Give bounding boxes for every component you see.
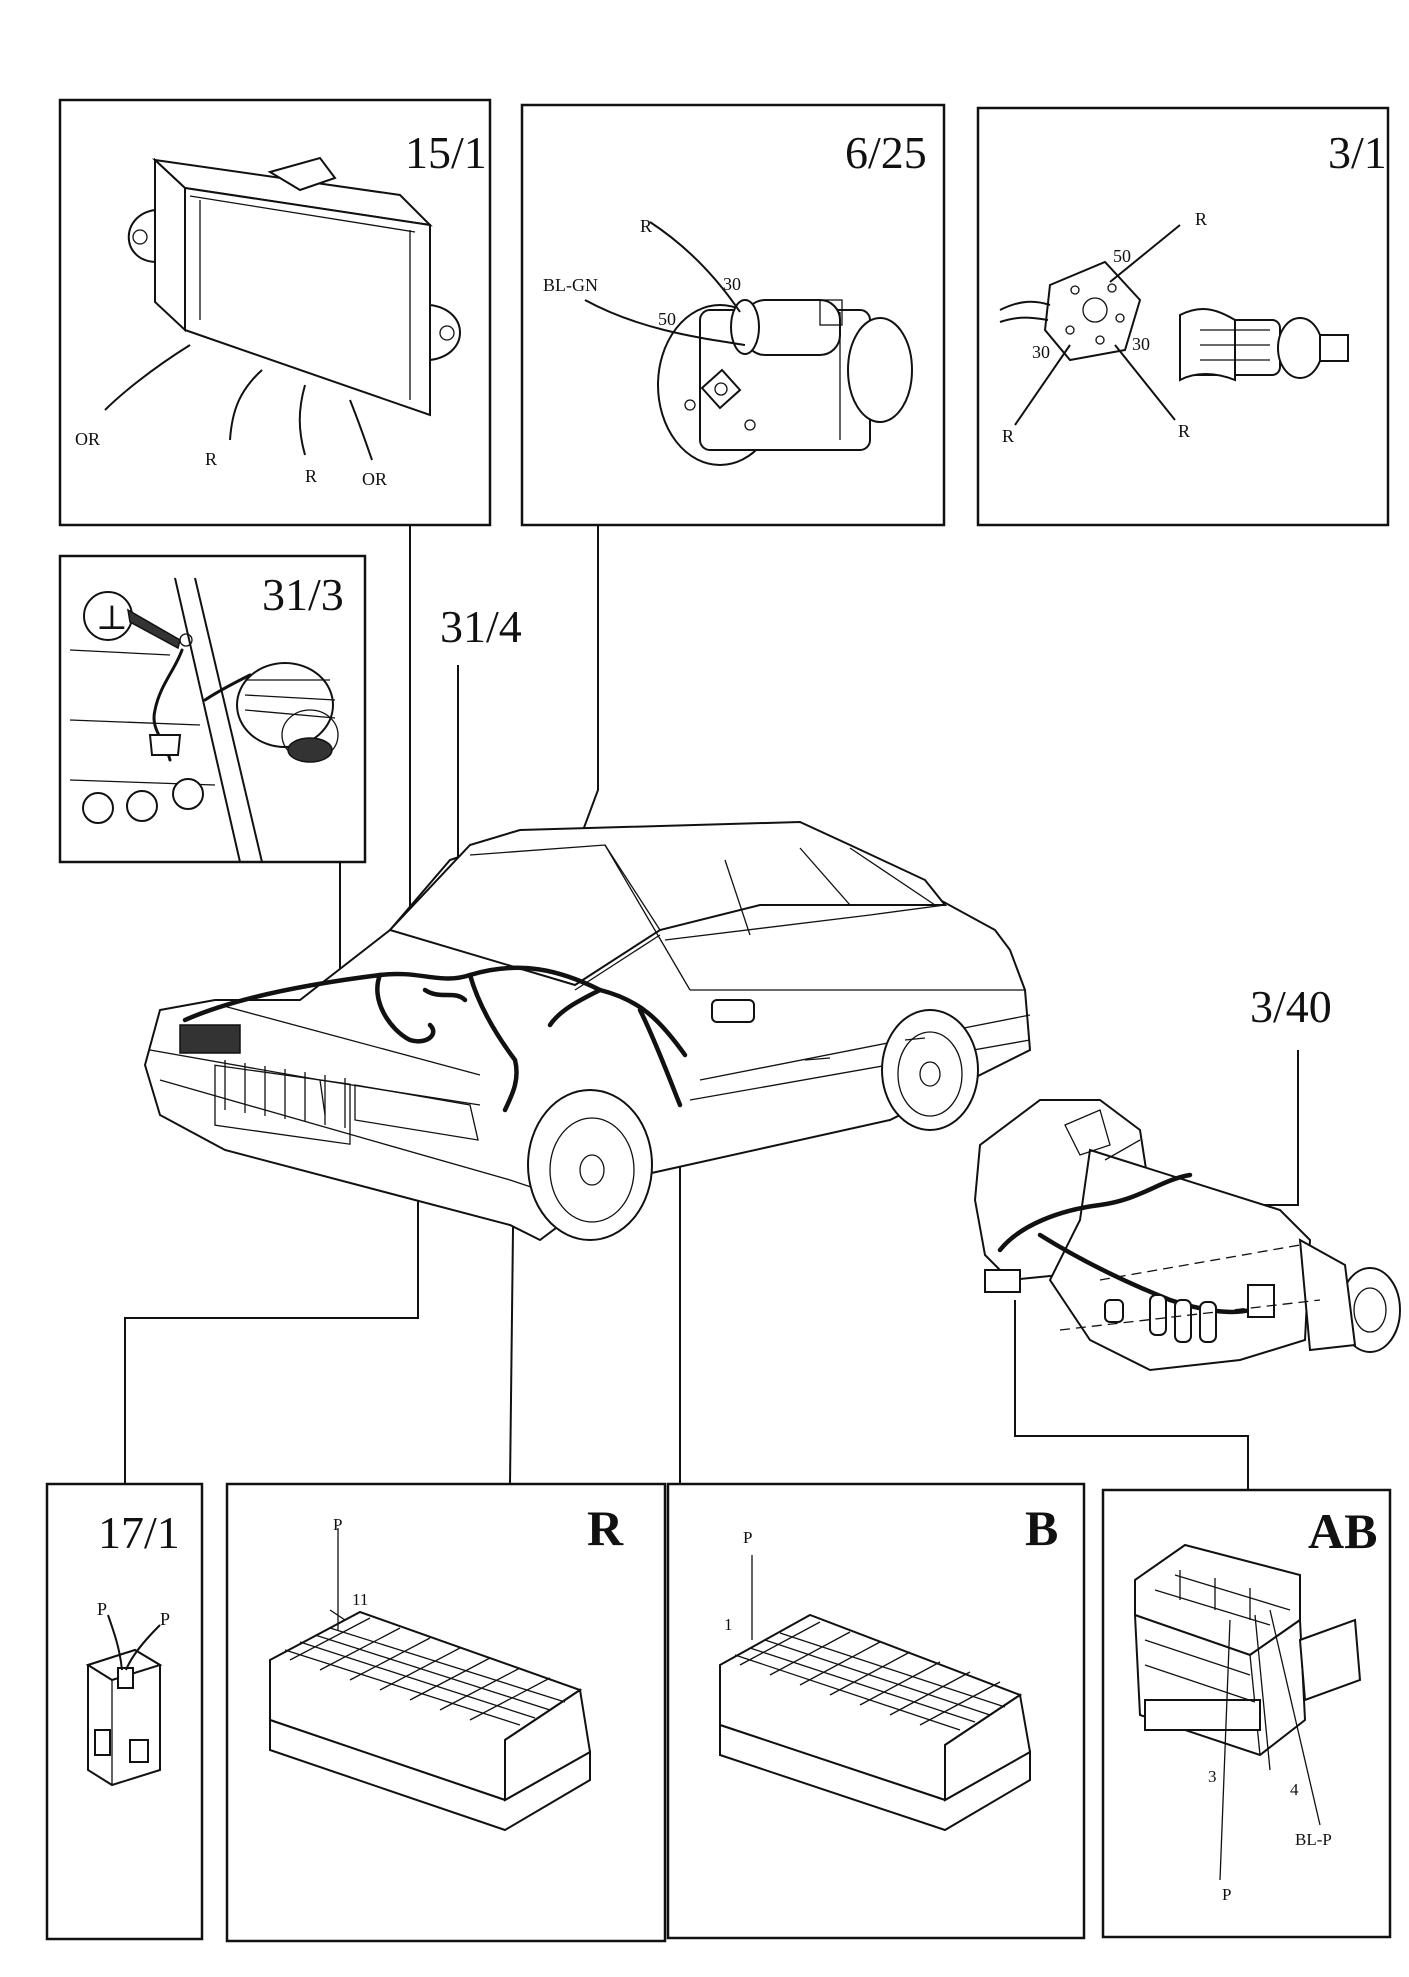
ground-icon: ⊥: [96, 600, 128, 637]
p3-terminal-30-left: 30: [1032, 342, 1050, 362]
p17-p-left: P: [97, 1599, 107, 1619]
panel-r-title: R: [587, 1500, 624, 1556]
p17-p-right: P: [160, 1609, 170, 1629]
pab-pin-4: 4: [1290, 1780, 1299, 1799]
panel-6-25: 6/25 R 30 BL-GN 50: [520, 103, 946, 527]
p3-terminal-50: 50: [1113, 246, 1131, 266]
panel-3-1-title: 3/1: [1328, 127, 1387, 178]
p3-color-r-top: R: [1195, 209, 1207, 229]
starter-motor-illustration: [584, 221, 913, 466]
connector-b-illustration: [719, 1555, 1032, 1832]
pr-p: P: [333, 1515, 342, 1534]
panel-r: R P 11: [225, 1482, 667, 1943]
transmission-connector-right: [1247, 1284, 1275, 1318]
p15-wire-or-2: OR: [362, 469, 387, 489]
transmission-illustration: [973, 1099, 1401, 1372]
connector-b-grid: [734, 1621, 1006, 1731]
pab-bl-p: BL-P: [1295, 1830, 1332, 1849]
car-rear-wheel: [881, 1009, 979, 1131]
car-roof: [388, 820, 948, 987]
p3-color-r-bottom-left: R: [1002, 426, 1014, 446]
panel-15-1-title: 15/1: [405, 127, 487, 178]
ground-point-illustration: ⊥: [69, 577, 339, 863]
panel-17-1: 17/1 P P: [45, 1482, 204, 1941]
p15-wire-r-1: R: [205, 449, 217, 469]
wiring-harness: [182, 965, 688, 1113]
car-grille: [214, 1064, 351, 1145]
p6-color-r: R: [640, 216, 652, 236]
panel-31-3: 31/3 ⊥: [58, 554, 367, 864]
ignition-switch-illustration: [999, 224, 1349, 426]
p6-terminal-50: 50: [658, 309, 676, 329]
pab-pin-3: 3: [1208, 1767, 1217, 1786]
transmission-connector-left: [984, 1269, 1021, 1293]
panel-b-title: B: [1025, 1500, 1058, 1556]
pr-pin-11: 11: [352, 1590, 368, 1609]
panel-6-25-title: 6/25: [845, 127, 927, 178]
panel-3-1: 3/1 R 50 30 30 R R: [976, 106, 1390, 527]
connector-r-grid: [284, 1617, 566, 1726]
control-module-illustration: [104, 156, 461, 461]
pab-p: P: [1222, 1885, 1231, 1904]
p6-color-bl-gn: BL-GN: [543, 275, 598, 295]
panel-ab: AB 3 4 BL-P P: [1101, 1488, 1392, 1939]
p15-wire-r-2: R: [305, 466, 317, 486]
connector-r-illustration: [269, 1528, 592, 1832]
car-grille-lines: [224, 1060, 346, 1128]
leader-AB: [1014, 1300, 1249, 1490]
panel-ab-title: AB: [1308, 1503, 1377, 1559]
pb-p: P: [743, 1528, 752, 1547]
connector-ab-illustration: [1133, 1543, 1362, 1881]
car-illustration: [143, 820, 1032, 1242]
callout-3-40: 3/40: [1250, 981, 1332, 1032]
p6-terminal-30: 30: [723, 274, 741, 294]
car-mirror: [711, 999, 755, 1023]
relay-connector-illustration: [85, 1614, 163, 1787]
p3-terminal-30-right: 30: [1132, 334, 1150, 354]
panel-17-1-title: 17/1: [98, 1507, 180, 1558]
car-body: [143, 829, 1032, 1242]
p3-color-r-bottom-right: R: [1178, 421, 1190, 441]
leader-3-40: [1230, 1050, 1299, 1206]
leader-17-1: [124, 1130, 419, 1484]
p15-wire-or-1: OR: [75, 429, 100, 449]
car-headlight-dark: [179, 1024, 241, 1054]
panel-15-1: 15/1 OR R R OR: [58, 98, 492, 527]
pb-pin-1: 1: [724, 1615, 733, 1634]
panel-31-3-title: 31/3: [262, 569, 344, 620]
callout-31-4: 31/4: [440, 601, 522, 652]
panel-b: B P 1: [666, 1482, 1086, 1940]
